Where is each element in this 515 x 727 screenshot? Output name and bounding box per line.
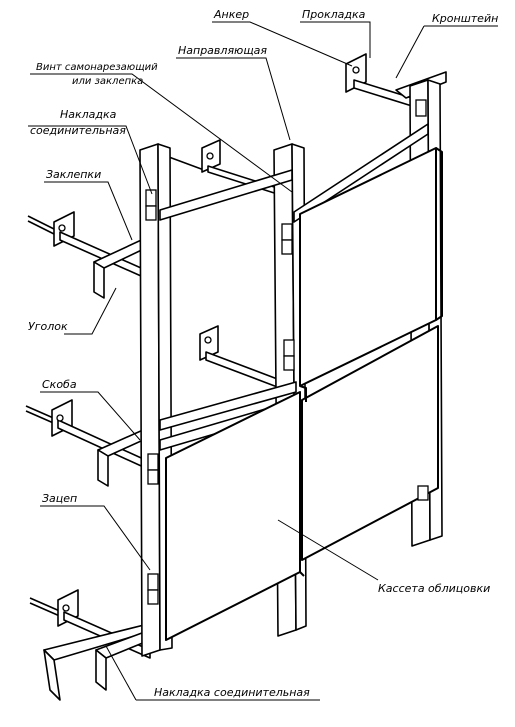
label-bracket: Кронштейн (432, 12, 498, 25)
horizontal-rails (159, 123, 429, 451)
cassettes (165, 147, 443, 641)
label-clip: Скоба (42, 378, 77, 391)
label-hook: Зацеп (42, 492, 77, 505)
bracket-4 (25, 399, 153, 487)
label-overlay-top-2: соединительная (30, 124, 126, 137)
label-cassette: Кассета облицовки (378, 582, 490, 595)
label-overlay-bottom: Накладка соединительная (154, 686, 310, 699)
bracket-3 (199, 325, 281, 389)
label-rivets: Заклепки (46, 168, 101, 181)
label-guide: Направляющая (178, 44, 267, 57)
label-screw-2: или заклепка (72, 76, 143, 87)
leader-lines (28, 21, 498, 701)
labels: Анкер Прокладка Кронштейн Винт самонарез… (28, 8, 498, 699)
bracket-top (345, 53, 447, 107)
label-overlay-top: Накладка (60, 108, 117, 121)
bracket-5 (29, 589, 151, 701)
fasteners (56, 66, 429, 612)
label-screw: Винт самонарезающий (36, 62, 158, 73)
bracket-2 (149, 139, 291, 199)
label-gasket: Прокладка (302, 8, 366, 21)
label-anchor: Анкер (213, 8, 249, 21)
cassette-mid-right (301, 325, 439, 561)
label-angle: Уголок (28, 320, 68, 333)
bracket-1 (27, 211, 151, 299)
